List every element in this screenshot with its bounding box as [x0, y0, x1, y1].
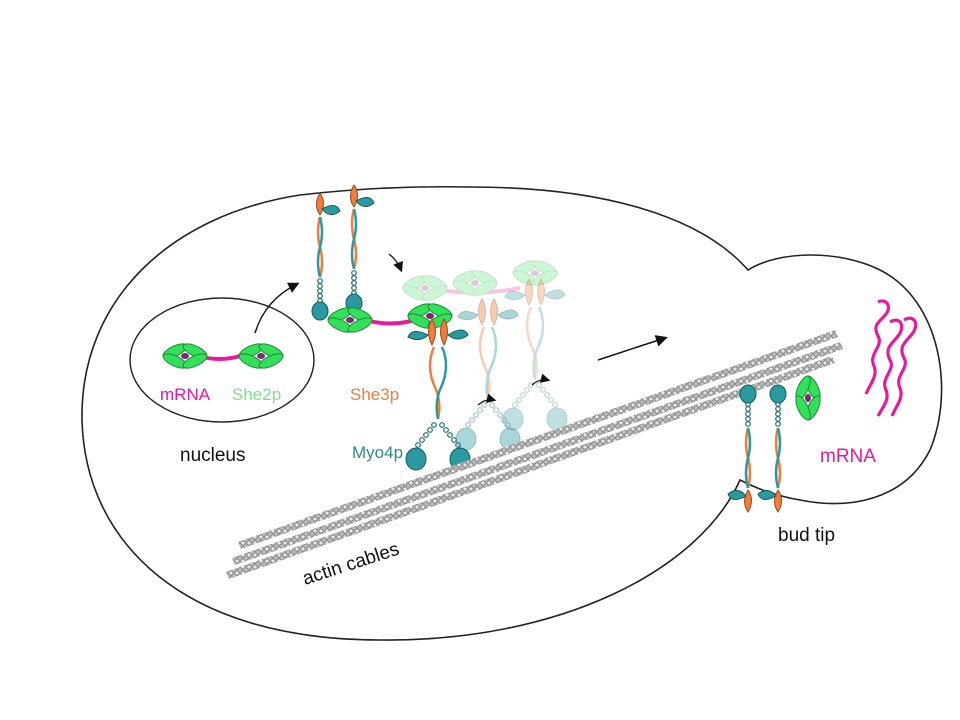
free-motor-2 [344, 183, 376, 314]
actin-cables-bundle [226, 330, 843, 579]
complex-she2p-left [325, 304, 375, 336]
ghost-walker-2 [501, 277, 569, 432]
nucleus-she2p-right [236, 340, 286, 372]
ghost-complexes [400, 257, 560, 304]
nucleus-she2p-left [160, 340, 210, 372]
label-she3p: She3p [350, 385, 399, 404]
label-myo4p: Myo4p [352, 443, 403, 462]
step-arrow-1 [477, 393, 497, 406]
bud-mrna-strands [864, 299, 918, 417]
cell-outline [81, 185, 943, 641]
label-she2p: She2p [232, 385, 281, 404]
export-arrow [254, 282, 300, 334]
transport-direction-arrow [597, 335, 668, 361]
label-mrna-nucleus: mRNA [160, 385, 211, 404]
nucleus-outline [129, 297, 315, 423]
label-nucleus: nucleus [180, 445, 246, 466]
bud-motors [726, 383, 788, 514]
free-motor-1 [310, 191, 342, 322]
label-bud-tip: bud tip [778, 525, 835, 546]
bud-she2p [792, 373, 824, 423]
assembly-arrow [388, 253, 403, 273]
label-mrna-bud: mRNA [820, 446, 876, 467]
step-arrow-2 [531, 373, 551, 386]
